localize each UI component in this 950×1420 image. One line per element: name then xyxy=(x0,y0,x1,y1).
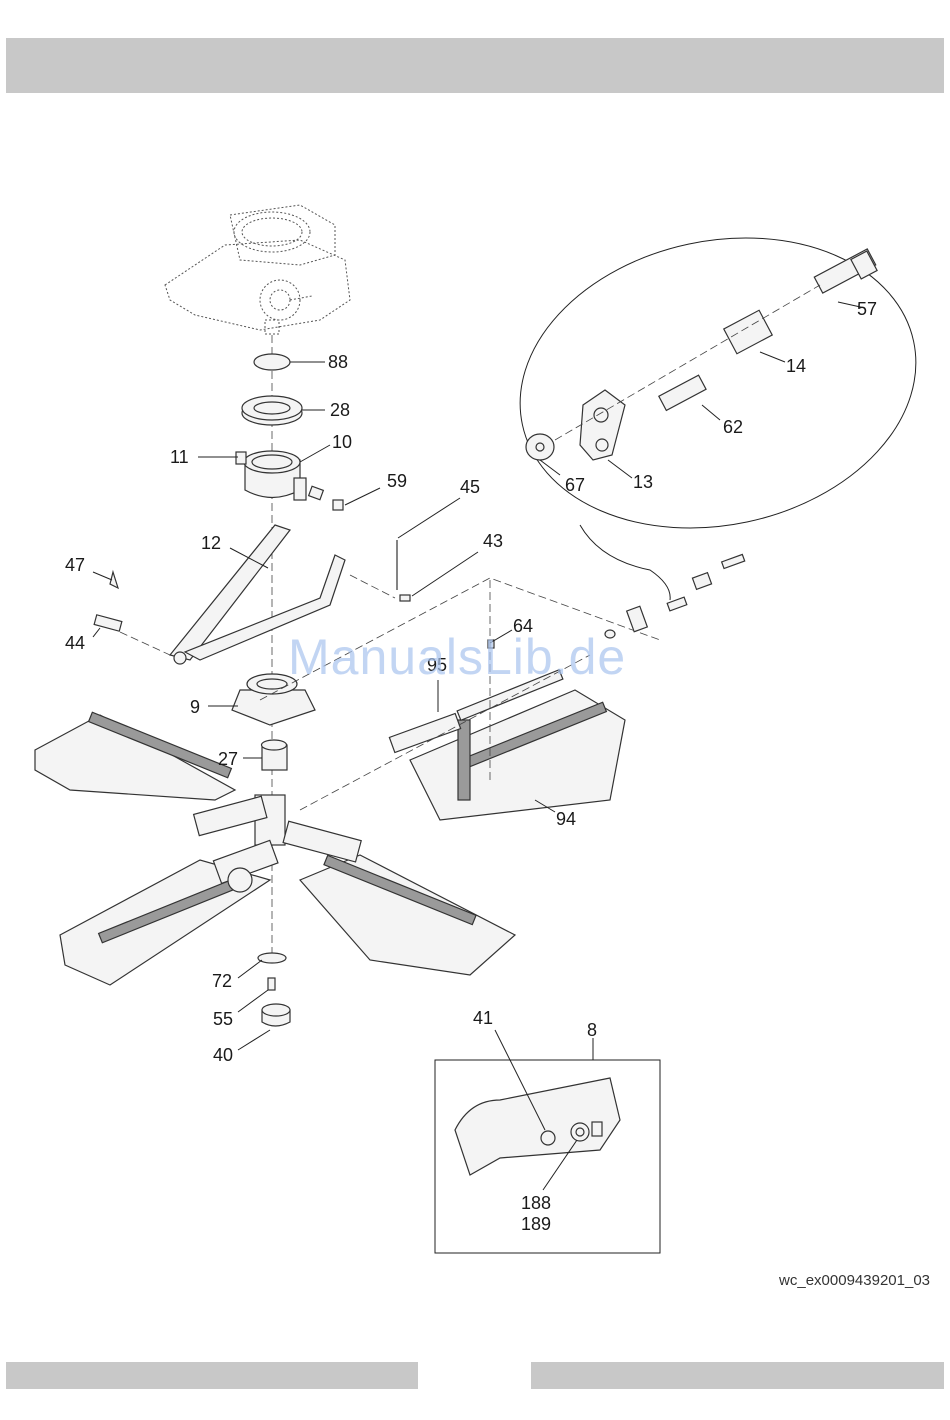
callout-47: 47 xyxy=(65,555,85,575)
detail-leader xyxy=(580,525,670,600)
detail-parts xyxy=(526,249,877,460)
callout-62: 62 xyxy=(723,417,743,437)
gearbox xyxy=(165,205,350,334)
callout-12: 12 xyxy=(201,533,221,553)
callout-67: 67 xyxy=(565,475,585,495)
screw xyxy=(268,978,275,990)
callout-14: 14 xyxy=(786,356,806,376)
callout-55: 55 xyxy=(213,1009,233,1029)
alignment-line-4 xyxy=(120,632,170,655)
inset-gearcase xyxy=(455,1078,620,1175)
callout-94: 94 xyxy=(556,809,576,829)
callout-28: 28 xyxy=(330,400,350,420)
bushing xyxy=(262,740,288,770)
washer xyxy=(258,953,286,963)
snap-ring xyxy=(254,354,290,370)
callout-10: 10 xyxy=(332,432,352,452)
clevis-pin xyxy=(400,595,410,601)
alignment-line-3 xyxy=(350,575,395,598)
detail-ellipse xyxy=(493,203,943,564)
reference-code: wc_ex0009439201_03 xyxy=(740,1272,930,1289)
pin xyxy=(309,486,343,510)
callout-189: 189 xyxy=(521,1214,551,1234)
callout-45: 45 xyxy=(460,477,480,497)
bearing-housing xyxy=(236,451,306,500)
callout-9: 9 xyxy=(190,697,200,717)
callout-72: 72 xyxy=(212,971,232,991)
watermark-text: ManualsLib.de xyxy=(288,628,668,686)
pivot-pin xyxy=(94,615,122,631)
callout-43: 43 xyxy=(483,531,503,551)
callout-8: 8 xyxy=(587,1020,597,1040)
callout-27: 27 xyxy=(218,749,238,769)
callout-13: 13 xyxy=(633,472,653,492)
callout-188: 188 xyxy=(521,1193,551,1213)
callout-40: 40 xyxy=(213,1045,233,1065)
footer-bar-right xyxy=(531,1362,944,1389)
callout-57: 57 xyxy=(857,299,877,319)
callout-41: 41 xyxy=(473,1008,493,1028)
footer-bar-left xyxy=(6,1362,418,1389)
callout-88: 88 xyxy=(328,352,348,372)
bearing xyxy=(242,396,302,425)
callout-11: 11 xyxy=(170,447,189,467)
callout-59: 59 xyxy=(387,471,407,491)
cap xyxy=(262,1004,290,1026)
callout-44: 44 xyxy=(65,633,85,653)
link-parts xyxy=(605,554,745,638)
